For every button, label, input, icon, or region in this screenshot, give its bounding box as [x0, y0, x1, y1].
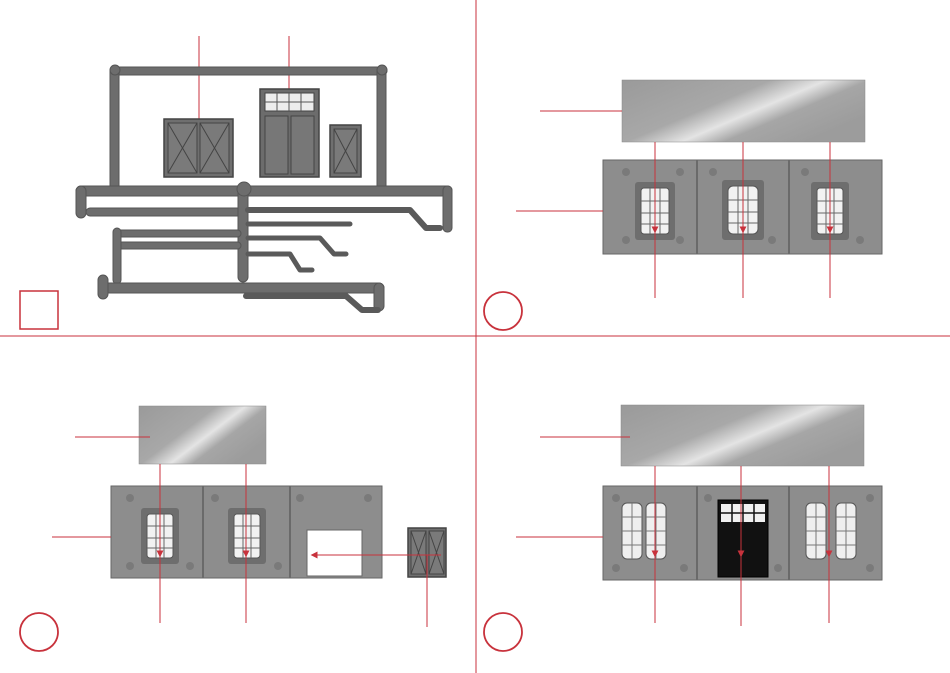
panel-sprue — [20, 36, 452, 329]
circle-outline-icon — [484, 613, 522, 651]
panel-step-b — [20, 406, 446, 651]
glass-pane — [622, 80, 865, 142]
sprue-glazed-door — [260, 89, 319, 177]
circle-outline-icon — [484, 292, 522, 330]
circle-outline-icon — [20, 613, 58, 651]
sprue-small-door — [330, 125, 361, 177]
glass-pane — [621, 405, 864, 466]
square-outline-icon — [20, 291, 58, 329]
glass-pane — [139, 406, 266, 464]
wall-segment — [603, 486, 882, 580]
panel-step-c — [484, 405, 882, 651]
panel-step-a — [484, 80, 882, 330]
sprue-double-door — [164, 119, 233, 177]
